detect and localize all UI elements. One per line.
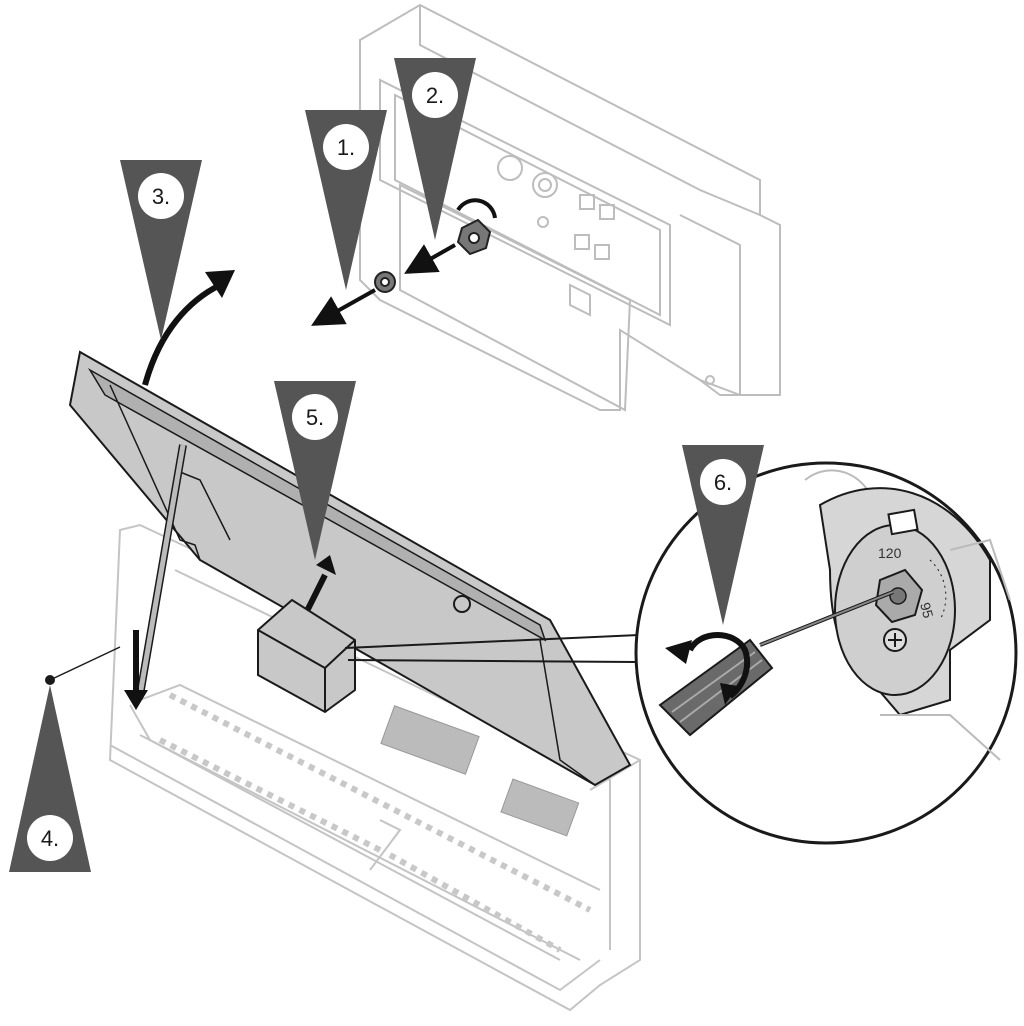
arrow-heads — [124, 270, 336, 710]
knob-arrows — [311, 198, 497, 326]
step-marker-2: 2. — [394, 58, 476, 240]
detail-leader — [344, 634, 643, 663]
step-label-4: 4. — [41, 826, 59, 851]
step-marker-5: 5. — [274, 381, 356, 560]
dial-mark-120: 120 — [878, 545, 902, 561]
turn-arrow-icon — [687, 632, 751, 699]
step-marker-4: 4. — [9, 646, 121, 872]
step-marker-1: 1. — [305, 110, 387, 290]
pull-arrow-icon — [311, 288, 376, 326]
step-marker-3: 3. — [120, 160, 202, 340]
step-label-1: 1. — [337, 135, 355, 160]
step-label-5: 5. — [306, 405, 324, 430]
boiler-control-unit — [359, 3, 781, 412]
dial-mark-95: 95 — [917, 601, 937, 620]
front-cover — [68, 350, 632, 787]
terminal-rows — [380, 705, 580, 837]
step-label-6: 6. — [714, 470, 732, 495]
step-marker-6: 6. — [682, 445, 764, 625]
terminal-teeth — [158, 692, 592, 953]
hinge-rod — [136, 444, 187, 696]
rotate-arrow-icon — [456, 198, 497, 219]
step-label-2: 2. — [426, 83, 444, 108]
screwdriver-icon — [658, 590, 894, 737]
step-label-3: 3. — [152, 184, 170, 209]
control-module-box — [257, 598, 356, 714]
detail-magnifier: 120 95 — [634, 461, 1018, 845]
pull-arrow-icon — [404, 243, 456, 274]
knob-parts — [374, 218, 492, 293]
lift-arrow-icon — [142, 282, 222, 386]
turn-arrow-head — [665, 640, 692, 664]
